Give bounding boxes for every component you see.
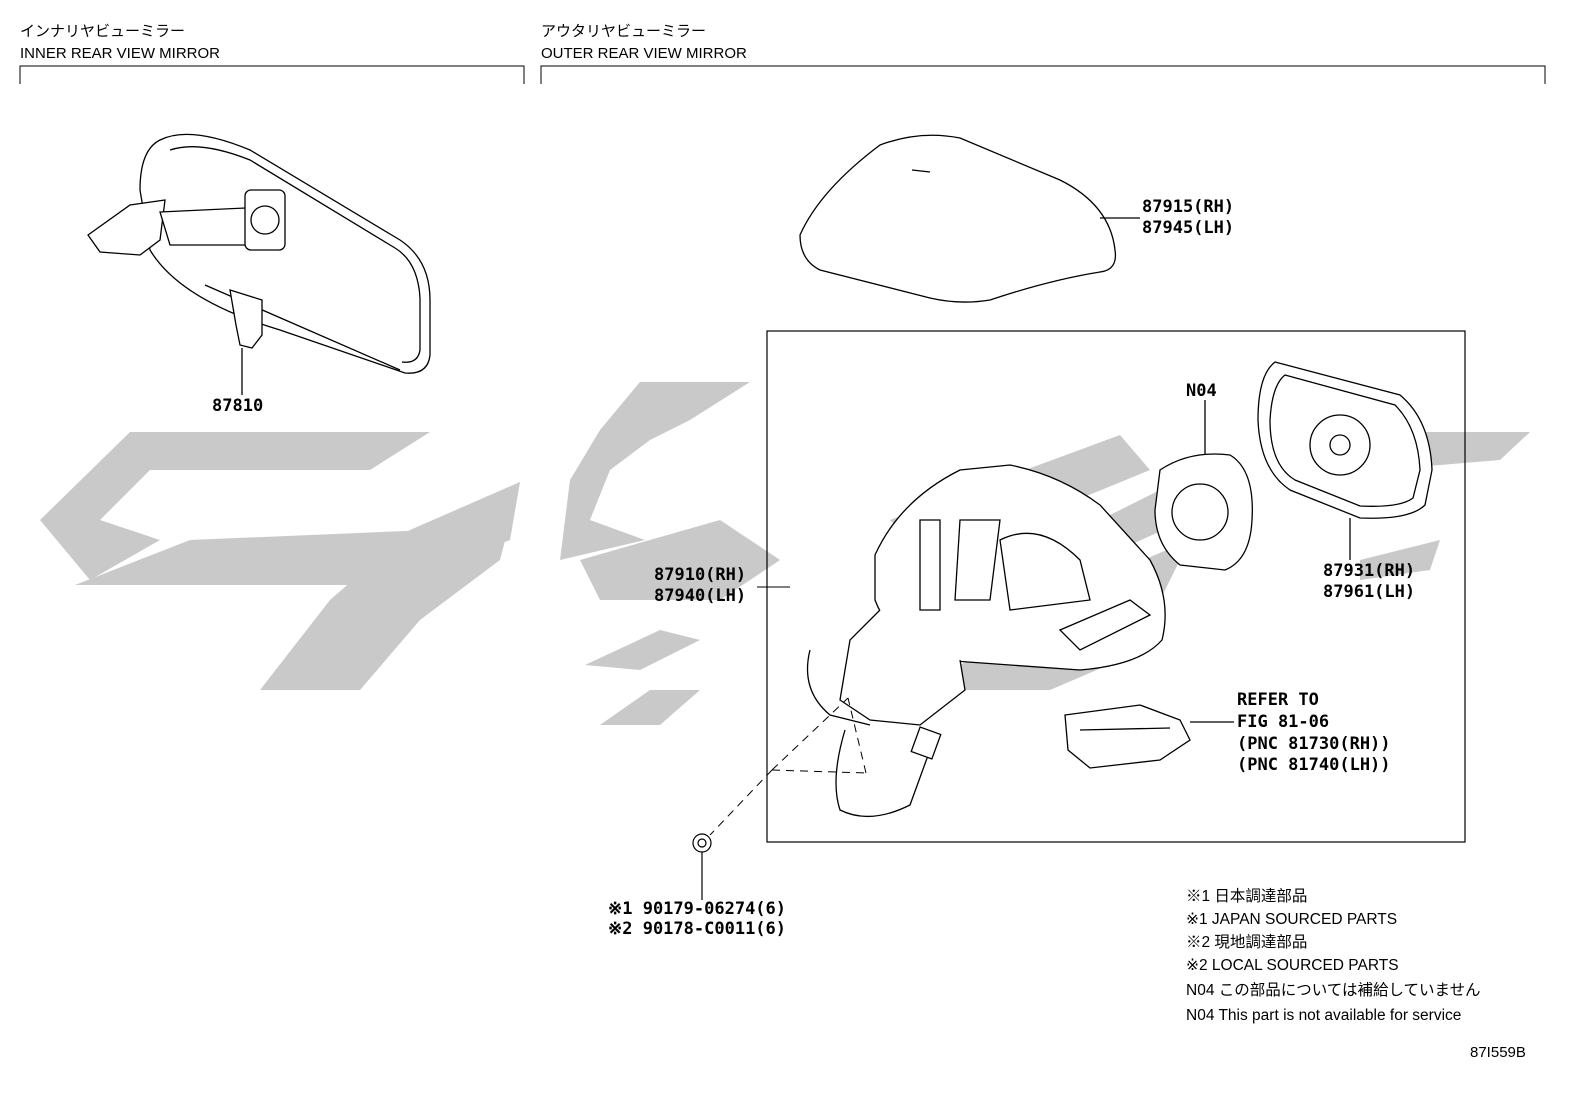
- note-line-2: ※1 JAPAN SOURCED PARTS: [1186, 911, 1398, 928]
- diagram-code: 87I559B: [1470, 1044, 1526, 1061]
- inner-section-title-en: INNER REAR VIEW MIRROR: [20, 45, 221, 62]
- note-line-1: ※1 日本調達部品: [1186, 888, 1308, 905]
- part-number-mirror-assy-lh[interactable]: 87940(LH): [654, 586, 747, 606]
- refer-pnc-lh-link[interactable]: (PNC 81740(LH)): [1237, 755, 1391, 775]
- part-number-inner-mirror[interactable]: 87810: [212, 396, 264, 416]
- nut-drawing: [692, 833, 712, 900]
- mirror-cover-drawing: [799, 134, 1140, 303]
- refer-fig-link[interactable]: FIG 81-06: [1237, 712, 1330, 732]
- note-line-5: N04 この部品については補給していません: [1186, 982, 1481, 999]
- section-bracket-inner: [19, 65, 525, 84]
- note-line-4: ※2 LOCAL SOURCED PARTS: [1186, 957, 1399, 974]
- turn-signal-drawing: [1064, 704, 1234, 769]
- part-number-mirror-glass-rh[interactable]: 87931(RH): [1323, 561, 1416, 581]
- part-number-mirror-glass-lh[interactable]: 87961(LH): [1323, 582, 1416, 602]
- part-number-nut-1[interactable]: ※1 90179-06274(6): [608, 899, 787, 919]
- actuator-drawing: [1154, 400, 1253, 571]
- mirror-glass-drawing: [1257, 361, 1433, 560]
- outer-section-title-en: OUTER REAR VIEW MIRROR: [541, 45, 747, 62]
- section-bracket-outer: [540, 65, 1546, 84]
- inner-section-title-jp: インナリヤビューミラー: [20, 22, 186, 40]
- part-code-actuator: N04: [1186, 381, 1217, 401]
- part-number-cover-rh[interactable]: 87915(RH): [1142, 197, 1235, 217]
- note-line-3: ※2 現地調達部品: [1186, 934, 1308, 951]
- note-line-6: N04 This part is not available for servi…: [1186, 1007, 1462, 1024]
- mirror-assembly-drawing: [806, 464, 1166, 818]
- outer-section-title-jp: アウタリヤビューミラー: [541, 22, 707, 40]
- inner-mirror-drawing: [87, 133, 431, 395]
- part-number-nut-2[interactable]: ※2 90178-C0011(6): [608, 919, 787, 939]
- refer-pnc-rh-link[interactable]: (PNC 81730(RH)): [1237, 734, 1391, 754]
- refer-to-label: REFER TO: [1237, 690, 1319, 710]
- nut-dashed-lines: [709, 697, 867, 836]
- part-number-cover-lh[interactable]: 87945(LH): [1142, 218, 1235, 238]
- part-number-mirror-assy-rh[interactable]: 87910(RH): [654, 565, 747, 585]
